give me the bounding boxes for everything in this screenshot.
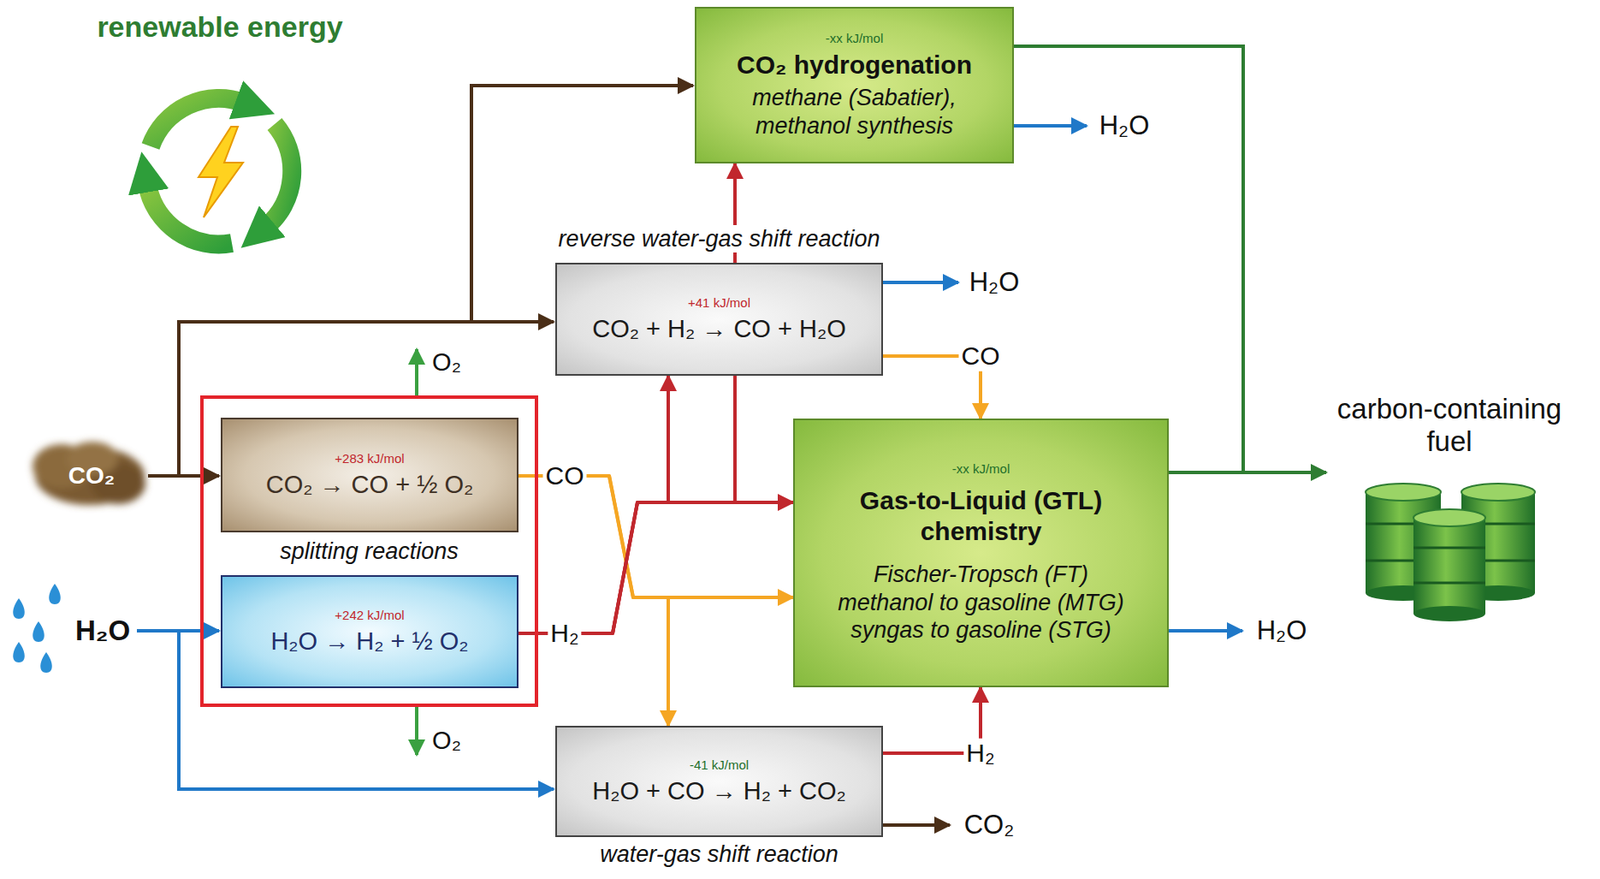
drop <box>32 621 45 642</box>
h2o-output <box>1013 124 1087 128</box>
fuel-barrels <box>1365 483 1535 622</box>
water-drops <box>12 583 61 673</box>
drop <box>12 598 25 619</box>
h2o-output <box>882 280 959 285</box>
box-outline: +242 kJ/molH₂O → H₂ + ½ O₂ <box>220 574 519 688</box>
box-outline: +283 kJ/molCO₂ → CO + ½ O₂ <box>220 417 519 533</box>
box-outline: -xx kJ/molCO₂ hydrogenationmethane (Saba… <box>694 6 1014 164</box>
box-outline: +41 kJ/molCO₂ + H₂ → CO + H₂O <box>555 262 883 376</box>
node-text: methane (Sabatier), methanol synthesis <box>726 83 984 140</box>
node-text: Gas-to-Liquid (GTL) chemistry <box>827 485 1136 547</box>
enthalpy-label: +41 kJ/mol <box>687 295 751 311</box>
node-text: CO₂ → CO + ½ O₂ <box>266 469 474 500</box>
process-box: +283 kJ/molCO₂ → CO + ½ O₂ <box>220 417 519 533</box>
node-text: CO₂ hydrogenation <box>736 49 972 81</box>
barrel-top <box>1461 483 1535 501</box>
co2-feed <box>148 474 220 478</box>
h2o-output <box>1168 628 1243 633</box>
connector <box>518 475 794 598</box>
process-box: -xx kJ/molCO₂ hydrogenationmethane (Saba… <box>694 6 1014 164</box>
enthalpy-label: +242 kJ/mol <box>334 607 404 623</box>
process-box: +242 kJ/molH₂O → H₂ + ½ O₂ <box>220 574 519 688</box>
drop <box>12 641 25 663</box>
edge-label: CO <box>959 341 1003 372</box>
connector <box>518 502 794 634</box>
barrel-bottom <box>1413 605 1486 622</box>
free-label: CO₂ <box>68 462 115 490</box>
drop <box>48 583 61 605</box>
free-label: carbon-containing fuel <box>1325 392 1574 458</box>
enthalpy-label: -xx kJ/mol <box>825 30 884 47</box>
recycle-icon <box>147 98 292 245</box>
node-text: splitting reactions <box>279 537 459 565</box>
process-box: reverse water-gas shift reaction+41 kJ/m… <box>555 262 883 376</box>
enthalpy-label: +283 kJ/mol <box>334 450 404 467</box>
box-outline: -xx kJ/molGas-to-Liquid (GTL) chemistryF… <box>793 418 1169 688</box>
heading-holder: water-gas shift reaction <box>594 836 844 868</box>
fuel-line <box>1168 470 1327 475</box>
heading-holder: reverse water-gas shift reaction <box>552 225 885 263</box>
free-label: H₂O <box>1099 110 1150 142</box>
node-text: H₂O + CO → H₂ + CO₂ <box>592 776 846 806</box>
barrel-body <box>1413 517 1486 614</box>
free-label: H₂O <box>1256 615 1308 646</box>
free-label: O₂ <box>432 348 462 377</box>
connector <box>518 375 669 634</box>
barrel-top <box>1365 483 1441 501</box>
enthalpy-label: -xx kJ/mol <box>952 461 1011 477</box>
fuel-line <box>1013 46 1244 473</box>
o2-output <box>414 349 419 396</box>
barrel-band <box>1413 547 1486 583</box>
drop <box>40 651 53 673</box>
free-label: H₂O <box>75 614 131 647</box>
recycle-arrow <box>266 124 292 227</box>
o2-output <box>414 706 419 755</box>
edge-label: H₂ <box>547 618 581 649</box>
barrel <box>1413 509 1486 622</box>
barrel-top <box>1413 509 1486 527</box>
node-text: CO₂ + H₂ → CO + H₂O <box>592 314 846 344</box>
co2-output <box>882 823 950 827</box>
edge-label: CO <box>543 461 587 492</box>
lightning-bolt <box>198 126 243 218</box>
process-box: -41 kJ/molH₂O + CO → H₂ + CO₂water-gas s… <box>555 725 883 837</box>
process-box: -xx kJ/molGas-to-Liquid (GTL) chemistryF… <box>793 418 1169 688</box>
connector <box>518 475 669 726</box>
node-text: H₂O → H₂ + ½ O₂ <box>270 626 469 657</box>
free-label: H₂O <box>969 266 1020 298</box>
free-label: renewable energy <box>96 10 343 44</box>
node-heading: reverse water-gas shift reaction <box>552 225 885 253</box>
co2-cloud <box>32 441 146 505</box>
free-label: O₂ <box>432 726 462 755</box>
node-heading: water-gas shift reaction <box>594 840 844 868</box>
node-text: Fischer-Tropsch (FT) methanol to gasolin… <box>827 560 1136 644</box>
box-outline: -41 kJ/molH₂O + CO → H₂ + CO₂ <box>555 725 883 837</box>
edge-label: H₂ <box>963 738 997 769</box>
enthalpy-label: -41 kJ/mol <box>689 757 749 773</box>
free-label: CO₂ <box>964 809 1015 841</box>
